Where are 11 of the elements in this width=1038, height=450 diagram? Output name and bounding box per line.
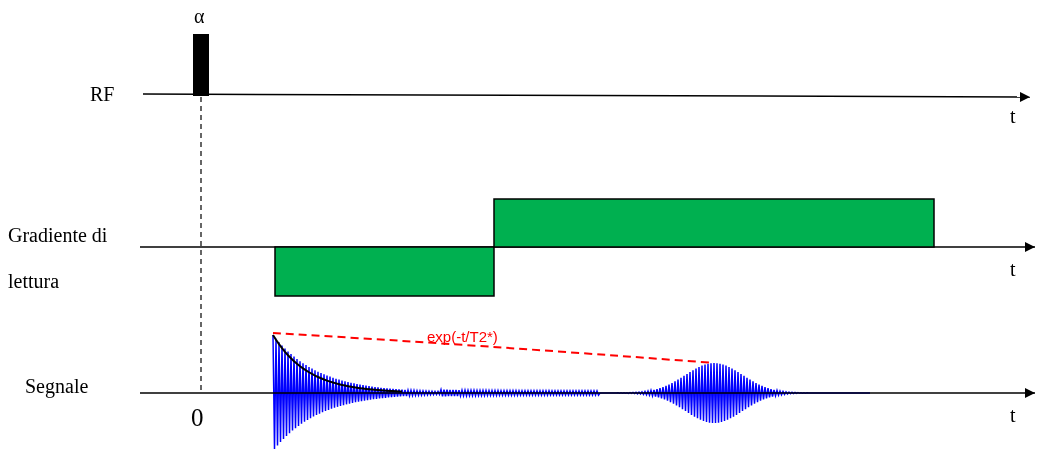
positive-gradient-lobe [493, 198, 935, 248]
time-label: t [1010, 405, 1016, 425]
axis-label: RF [90, 84, 115, 104]
negative-gradient-lobe [274, 246, 495, 297]
flip-angle-label: α [194, 6, 205, 26]
envelope-label: exp(-t/T2*) [427, 329, 498, 344]
time-label: t [1010, 106, 1016, 126]
axis-label: Gradiente di lettura [8, 223, 109, 294]
time-zero-label: 0 [191, 405, 204, 430]
axis-label: Segnale [25, 376, 89, 396]
time-label: t [1010, 259, 1016, 279]
